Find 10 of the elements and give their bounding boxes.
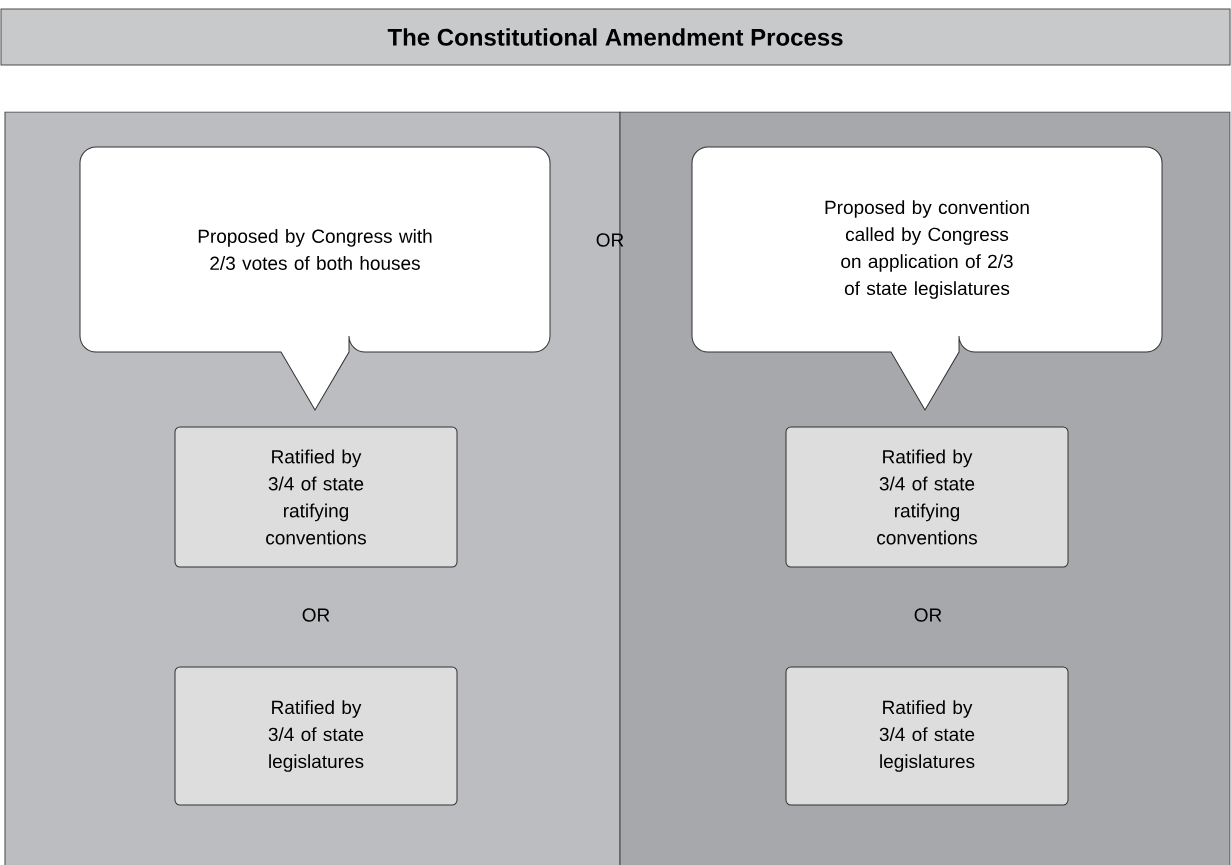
process-box: Ratified by 3/4 of state ratifying conventions — [785, 426, 1069, 568]
speech-bubble: Proposed by convention called by Congress on application of 2/3 of state legislatures — [691, 146, 1163, 411]
title-band: The Constitutional Amendment Process — [0, 8, 1231, 66]
or-label: OR — [596, 233, 624, 247]
process-box: Ratified by 3/4 of state legislatures — [174, 666, 458, 806]
or-label: OR — [302, 608, 330, 622]
speech-bubble: Proposed by Congress with 2/3 votes of both houses — [79, 146, 551, 411]
or-label: OR — [914, 608, 942, 622]
process-box: Ratified by 3/4 of state legislatures — [785, 666, 1069, 806]
process-box: Ratified by 3/4 of state ratifying conventions — [174, 426, 458, 568]
